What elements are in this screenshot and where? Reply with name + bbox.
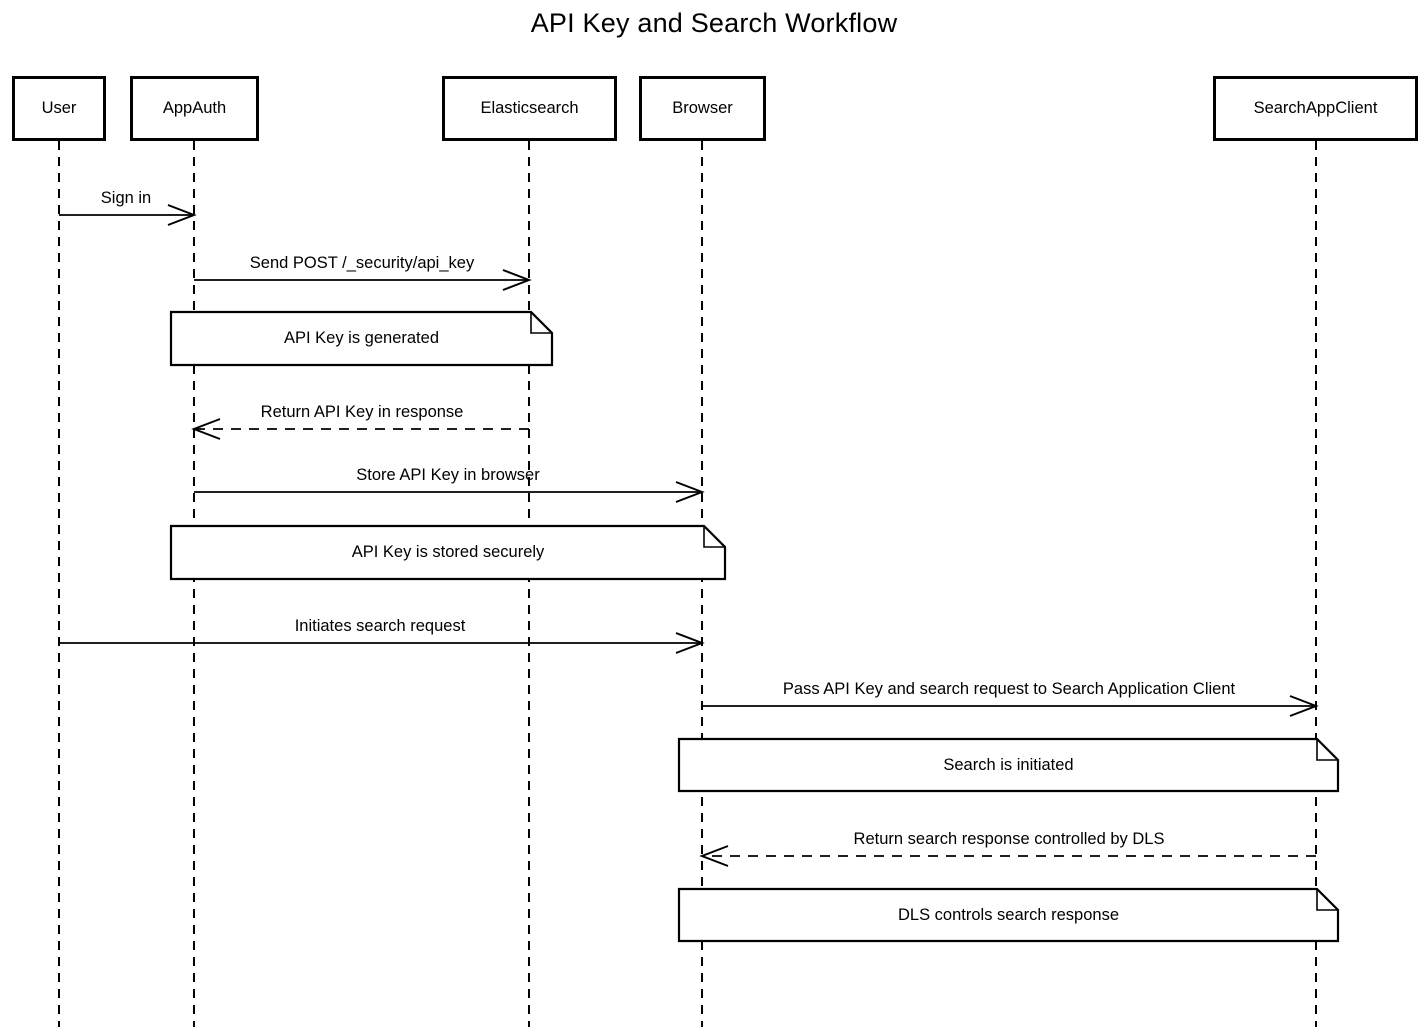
message-label-initiates-search: Initiates search request [294,617,466,635]
participant-user: User [12,76,106,141]
message-label-return-api-key: Return API Key in response [260,403,464,421]
message-label-pass-api-key: Pass API Key and search request to Searc… [782,680,1236,698]
message-label-return-search-response: Return search response controlled by DLS [853,830,1165,848]
participant-browser: Browser [639,76,766,141]
message-label-sign-in: Sign in [100,189,152,207]
message-label-send-post: Send POST /_security/api_key [249,254,475,272]
arrowhead-right-icon [502,269,532,291]
note-shape-dls-controls [677,887,1340,943]
arrowhead-right-icon [675,481,705,503]
participant-label: Browser [672,99,733,117]
arrowhead-right-icon [675,632,705,654]
note-shape-api-key-generated [169,310,554,367]
arrowhead-left-icon [191,418,221,440]
participant-label: AppAuth [162,99,227,117]
diagram-title: API Key and Search Workflow [530,8,898,38]
note-fold-icon [703,526,725,548]
participant-searchappclient: SearchAppClient [1213,76,1418,141]
note-fold-icon [1316,889,1338,911]
arrowhead-right-icon [1289,695,1319,717]
note-shape-api-key-stored [169,524,727,581]
participant-appauth: AppAuth [130,76,259,141]
arrowhead-left-icon [699,845,729,867]
note-shape-search-initiated [677,737,1340,793]
arrowhead-right-icon [167,204,197,226]
note-fold-icon [530,312,552,334]
participant-label: User [41,99,77,117]
message-label-store-api-key: Store API Key in browser [356,466,540,484]
note-fold-icon [1316,739,1338,761]
participant-label: Elasticsearch [480,99,579,117]
participant-label: SearchAppClient [1253,99,1378,117]
participant-elasticsearch: Elasticsearch [442,76,617,141]
